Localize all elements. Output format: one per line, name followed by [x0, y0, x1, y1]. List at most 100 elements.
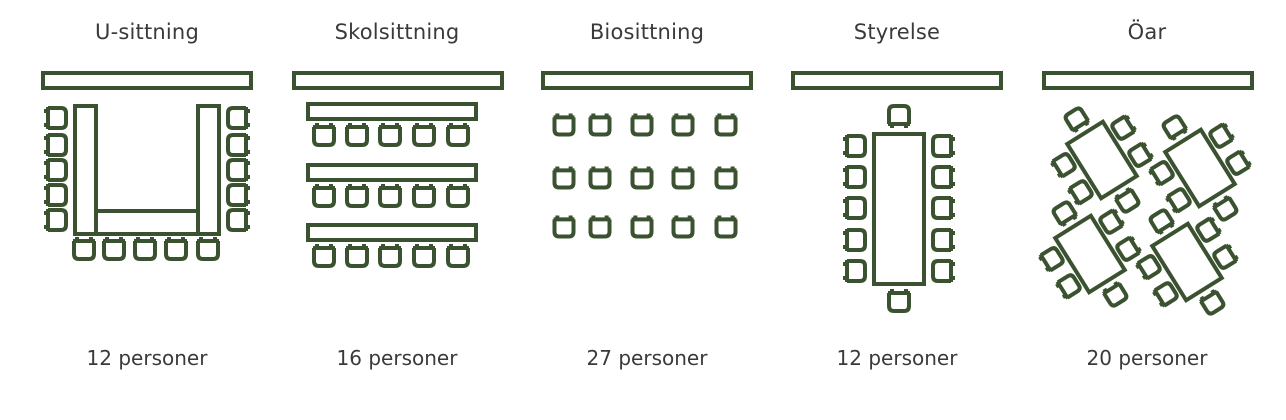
layout-u-sittning: U-sittning 12 personer: [22, 0, 272, 420]
chair-icon: [164, 237, 188, 261]
table: [872, 132, 926, 286]
chair-icon: [1212, 243, 1239, 270]
chair-icon: [843, 134, 867, 158]
table: [1064, 118, 1140, 202]
chair-icon: [588, 166, 612, 190]
chair-icon: [1114, 187, 1141, 214]
chair-icon: [552, 113, 576, 137]
screen: [292, 71, 504, 90]
chair-icon: [931, 196, 955, 220]
table: [196, 104, 221, 236]
chair-icon: [714, 166, 738, 190]
chair-icon: [1063, 106, 1090, 133]
chair-icon: [1067, 179, 1094, 206]
table: [306, 102, 478, 121]
chair-icon: [1102, 281, 1129, 308]
layout-title: U-sittning: [95, 20, 199, 44]
styrelse-diagram: [791, 71, 1003, 313]
skolsittning-diagram: [292, 71, 504, 268]
table: [73, 104, 98, 236]
chair-icon: [1115, 235, 1142, 262]
chair-icon: [843, 259, 867, 283]
u-sittning-diagram: [41, 71, 253, 261]
chair-icon: [412, 244, 436, 268]
chair-icon: [226, 183, 250, 207]
chair-icon: [44, 106, 68, 130]
chair-icon: [671, 215, 695, 239]
chair-icon: [714, 215, 738, 239]
layout-title: Öar: [1127, 20, 1167, 44]
chair-icon: [552, 166, 576, 190]
chair-icon: [1225, 149, 1252, 176]
chair-icon: [1165, 187, 1192, 214]
chair-icon: [1051, 200, 1078, 227]
table: [306, 163, 478, 182]
table: [1162, 126, 1238, 210]
table-cluster: [1148, 114, 1252, 222]
chair-icon: [378, 244, 402, 268]
layout-skolsittning: Skolsittning 16 personer: [272, 0, 522, 420]
chair-icon: [843, 196, 867, 220]
oar-diagram: [1038, 71, 1254, 316]
layout-count: 20 personer: [1086, 346, 1208, 370]
chair-icon: [226, 106, 250, 130]
chair-icon: [1050, 152, 1077, 179]
chair-icon: [312, 123, 336, 147]
chair-icon: [102, 237, 126, 261]
chair-icon: [931, 228, 955, 252]
chair-icon: [378, 184, 402, 208]
chair-icon: [588, 215, 612, 239]
chair-icon: [1148, 208, 1175, 235]
chair-icon: [887, 289, 911, 313]
chair-icon: [226, 158, 250, 182]
layout-count: 12 personer: [86, 346, 208, 370]
chair-icon: [44, 158, 68, 182]
biosittning-diagram: [541, 71, 753, 239]
chair-icon: [1127, 141, 1154, 168]
chair-icon: [671, 113, 695, 137]
screen: [791, 71, 1003, 90]
chair-icon: [931, 165, 955, 189]
chair-icon: [1212, 195, 1239, 222]
chair-icon: [714, 113, 738, 137]
layout-title: Biosittning: [589, 20, 705, 44]
table: [306, 223, 478, 242]
chair-icon: [226, 208, 250, 232]
chair-icon: [446, 244, 470, 268]
chair-icon: [72, 237, 96, 261]
chair-icon: [226, 133, 250, 157]
chair-icon: [412, 123, 436, 147]
chair-icon: [630, 113, 654, 137]
chair-icon: [588, 113, 612, 137]
chair-icon: [446, 184, 470, 208]
chair-icon: [630, 215, 654, 239]
screen: [541, 71, 753, 90]
layout-title: Styrelse: [853, 20, 941, 44]
chair-icon: [345, 244, 369, 268]
chair-icon: [378, 123, 402, 147]
chair-icon: [671, 166, 695, 190]
chair-icon: [1098, 208, 1125, 235]
chair-icon: [1110, 114, 1137, 141]
layout-count: 16 personer: [336, 346, 458, 370]
chair-icon: [843, 228, 867, 252]
chair-icon: [1195, 216, 1222, 243]
table-cluster: [1135, 208, 1239, 316]
layout-biosittning: Biosittning 27 personer: [522, 0, 772, 420]
chair-icon: [345, 184, 369, 208]
screen: [1042, 71, 1254, 90]
chair-icon: [630, 166, 654, 190]
chair-icon: [1055, 273, 1082, 300]
table-cluster: [1050, 106, 1154, 214]
chair-icon: [887, 104, 911, 128]
chair-icon: [345, 123, 369, 147]
chair-icon: [1038, 246, 1065, 273]
chair-icon: [44, 183, 68, 207]
table: [1149, 220, 1225, 304]
chair-icon: [1161, 114, 1188, 141]
chair-icon: [1148, 160, 1175, 187]
chair-icon: [44, 133, 68, 157]
table: [94, 209, 200, 236]
layout-title: Skolsittning: [334, 20, 460, 44]
layout-styrelse: Styrelse 12 personer: [772, 0, 1022, 420]
